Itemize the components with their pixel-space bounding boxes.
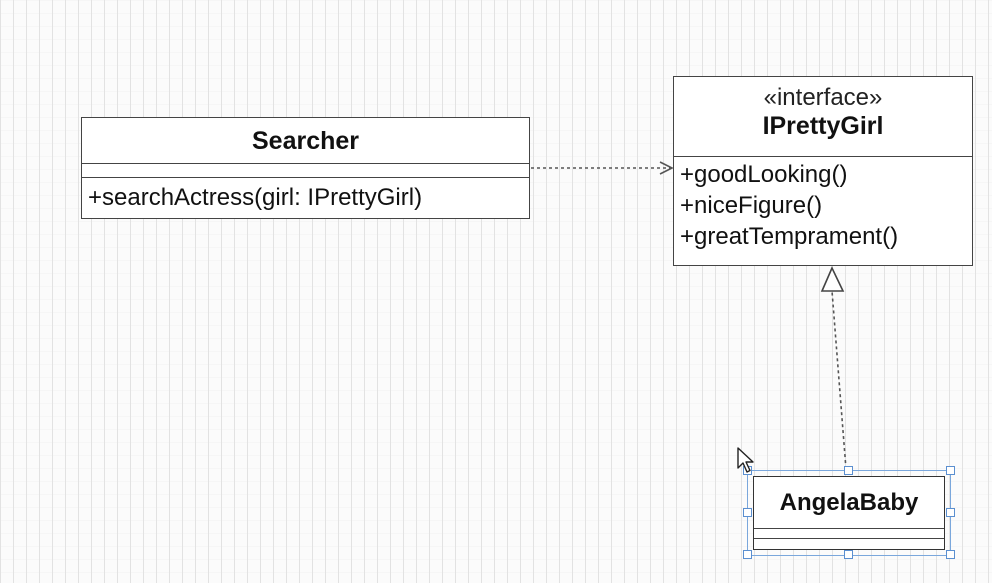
class-header: Searcher bbox=[82, 118, 529, 164]
class-header: AngelaBaby bbox=[754, 477, 944, 529]
class-angelababy[interactable]: AngelaBaby bbox=[753, 476, 945, 550]
class-header: «interface» IPrettyGirl bbox=[674, 77, 972, 157]
resize-handle-bottom-center[interactable] bbox=[844, 550, 853, 559]
class-name: Searcher bbox=[251, 127, 360, 155]
resize-handle-bottom-left[interactable] bbox=[743, 550, 752, 559]
attributes-compartment[interactable] bbox=[754, 529, 944, 539]
mouse-cursor-icon bbox=[737, 447, 754, 473]
dependency-arrowhead bbox=[659, 161, 674, 175]
operations-compartment[interactable] bbox=[754, 539, 944, 549]
class-searcher[interactable]: Searcher +searchActress(girl: IPrettyGir… bbox=[81, 117, 530, 219]
stereotype-label: «interface» bbox=[763, 84, 883, 111]
operation-great-temprament: +greatTemprament() bbox=[680, 223, 899, 250]
interface-iprettygirl[interactable]: «interface» IPrettyGirl +goodLooking() +… bbox=[673, 76, 973, 266]
resize-handle-bottom-right[interactable] bbox=[946, 550, 955, 559]
resize-handle-top-center[interactable] bbox=[844, 466, 853, 475]
resize-handle-middle-left[interactable] bbox=[743, 508, 752, 517]
operation-good-looking: +goodLooking() bbox=[680, 161, 848, 188]
resize-handle-middle-right[interactable] bbox=[946, 508, 955, 517]
class-name: IPrettyGirl bbox=[762, 112, 884, 140]
realization-line[interactable] bbox=[831, 290, 847, 470]
operation-search-actress: +searchActress(girl: IPrettyGirl) bbox=[88, 184, 423, 211]
realization-arrowhead bbox=[820, 266, 845, 292]
class-name: AngelaBaby bbox=[779, 489, 919, 516]
resize-handle-top-right[interactable] bbox=[946, 466, 955, 475]
operations-compartment[interactable]: +goodLooking() +niceFigure() +greatTempr… bbox=[674, 157, 972, 252]
operations-compartment[interactable]: +searchActress(girl: IPrettyGirl) bbox=[82, 178, 529, 213]
operation-nice-figure: +niceFigure() bbox=[680, 192, 823, 219]
attributes-compartment[interactable] bbox=[82, 164, 529, 178]
